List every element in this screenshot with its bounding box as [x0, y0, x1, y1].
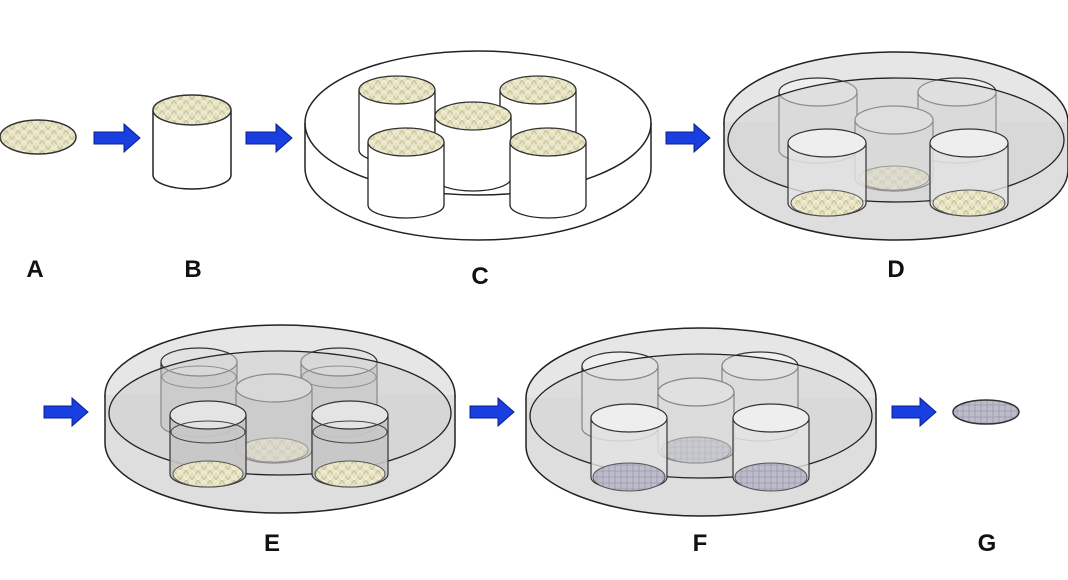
step-label-f: F [693, 530, 708, 557]
step-label-b: B [184, 256, 201, 283]
step-f-dish-processed [525, 327, 877, 517]
arrow-d-to-e-icon [43, 396, 89, 428]
step-label-c: C [471, 263, 488, 290]
step-label-e: E [264, 530, 280, 557]
step-label-g: G [978, 530, 997, 557]
arrow-e-to-f-icon [469, 396, 515, 428]
step-c-dish-empty [304, 50, 652, 241]
arrow-a-to-b-icon [93, 122, 141, 154]
step-g-processed-disc [952, 399, 1020, 425]
arrow-f-to-g-icon [891, 396, 937, 428]
arrow-c-to-d-icon [665, 122, 711, 154]
step-b-sample-holder [152, 94, 232, 190]
step-a-sample-disc [0, 119, 77, 155]
step-d-dish-filled [723, 51, 1068, 241]
step-e-dish-reaction [104, 324, 456, 514]
arrow-b-to-c-icon [245, 122, 293, 154]
step-label-a: A [26, 256, 43, 283]
step-label-d: D [887, 256, 904, 283]
